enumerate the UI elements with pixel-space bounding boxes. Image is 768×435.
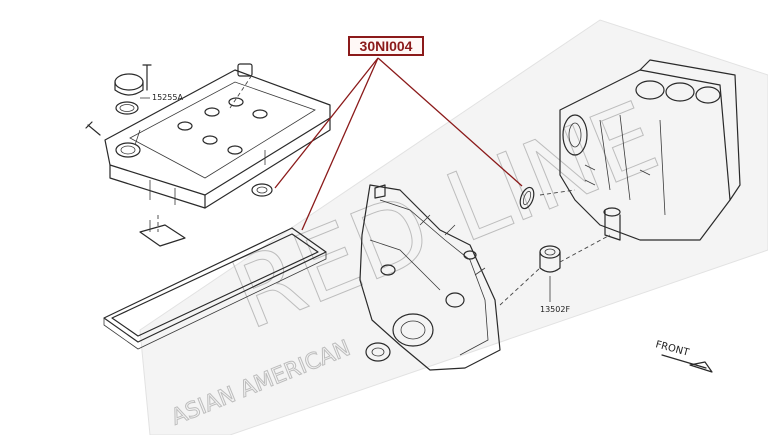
cover-bolt (85, 64, 152, 136)
part-number-callout: 30NI004 (348, 36, 424, 56)
timing-cover (359, 184, 501, 371)
pcv-bracket (139, 220, 186, 247)
seal-bushing (539, 245, 561, 273)
label-direction: FRONT (654, 339, 691, 359)
callout-leaders (274, 57, 523, 231)
valve-cover-gasket (103, 227, 327, 350)
alignment-lines (157, 74, 611, 306)
front-direction-indicator (661, 354, 713, 373)
oil-filler-cap (114, 73, 144, 115)
cover-grommet (251, 183, 273, 197)
o-ring (519, 186, 535, 210)
watermark-panel (139, 19, 768, 435)
watermark: RED LINE ASIAN AMERICAN (139, 19, 768, 435)
label-cover-part: 15255A (152, 93, 183, 102)
valve-cover (104, 63, 331, 209)
label-seal-part: 13502F (540, 305, 570, 314)
engine-block (559, 59, 741, 241)
crankshaft-seal (365, 342, 391, 362)
